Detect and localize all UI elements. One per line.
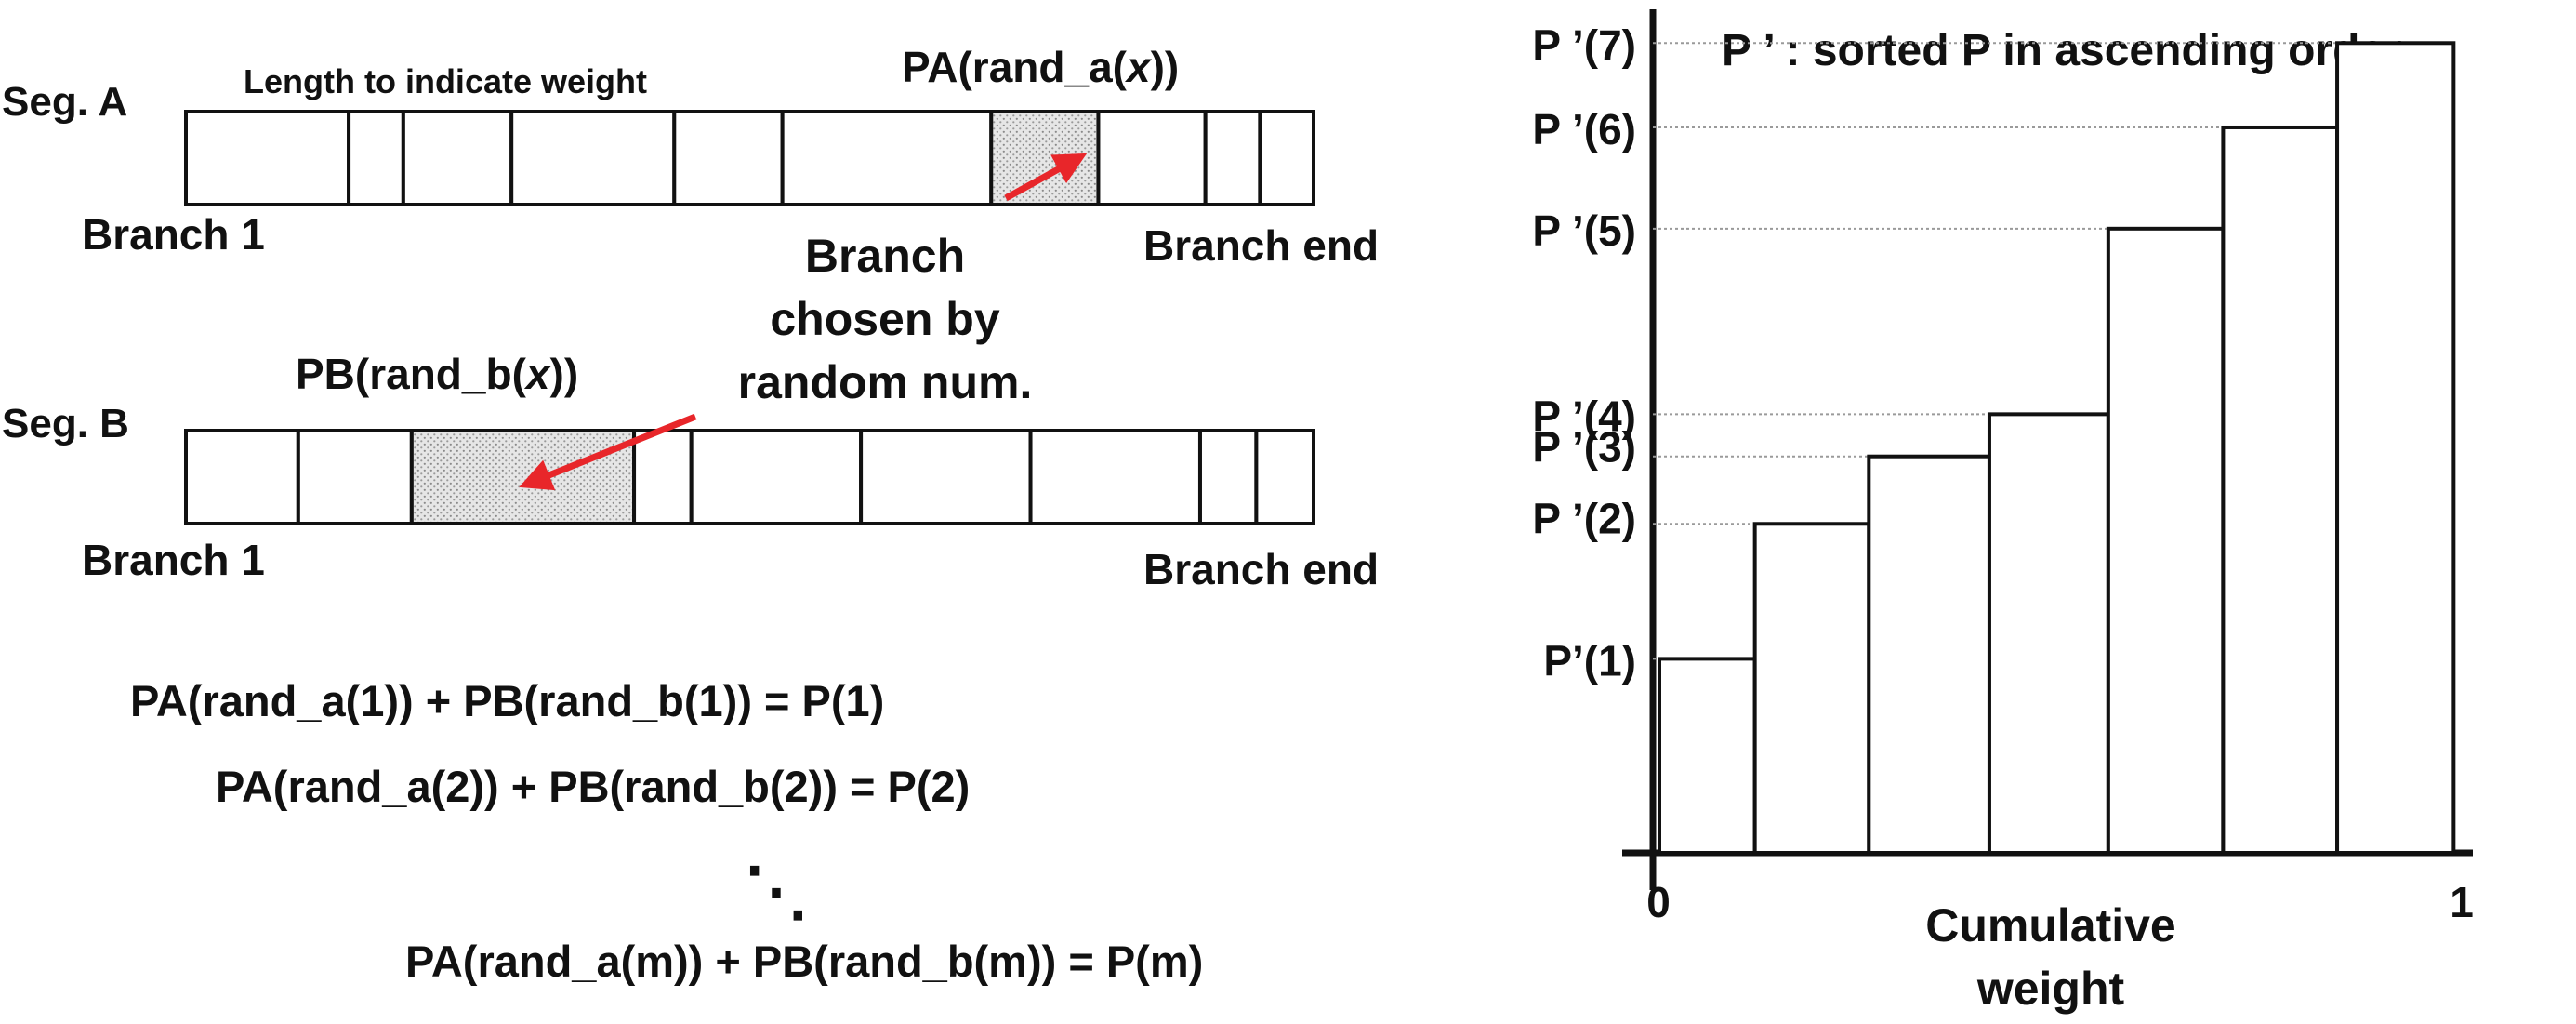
seg-b-branch-cell-2: [296, 429, 414, 525]
seg-a-branch-cell-10: [1258, 110, 1316, 206]
seg-b-label: Seg. B: [2, 401, 129, 446]
seg-a-end-label: Branch end: [1143, 221, 1379, 270]
annotation-line-1: Branch: [805, 230, 965, 282]
seg-a-branch-cells: [184, 110, 1316, 206]
sorted-p-chart: P ’ : sorted P in ascending order P’(1)P…: [1532, 9, 2474, 1015]
seg-a-branch-cell-6: [780, 110, 994, 206]
equations: PA(rand_a(1)) + PB(rand_b(1)) = P(1) PA(…: [130, 676, 1203, 986]
bar-label-4: P ’(4): [1532, 392, 1636, 440]
bar-label-3: P ’(3): [1532, 423, 1636, 472]
ellipsis: ⋱: [744, 855, 809, 927]
seg-b-selected-label: PB(rand_b(x)): [296, 350, 578, 398]
arrow-to-seg-b: [519, 413, 697, 491]
seg-a-branch-cell-2: [347, 110, 405, 206]
equation-2: PA(rand_a(2)) + PB(rand_b(2)) = P(2): [216, 762, 970, 811]
equation-1: PA(rand_a(1)) + PB(rand_b(1)) = P(1): [130, 676, 884, 725]
seg-a-label: Seg. A: [2, 79, 127, 125]
seg-a-branch-cell-9: [1203, 110, 1262, 206]
bar-4: [1987, 412, 2110, 855]
seg-b-branch-cell-8: [1197, 429, 1259, 525]
segment-b: Seg. B PB(rand_b(x)) Branch 1 Branch end: [2, 350, 1379, 593]
seg-a-branch-cell-5: [672, 110, 785, 206]
bar-label-1: P’(1): [1543, 636, 1636, 685]
seg-b-start-label: Branch 1: [82, 536, 265, 584]
seg-b-branch-cell-9: [1254, 429, 1315, 525]
seg-a-branch-cell-7: [989, 110, 1101, 206]
bars: [1658, 41, 2456, 856]
seg-a-start-label: Branch 1: [82, 210, 265, 259]
x-tick-1: 1: [2450, 878, 2474, 926]
annotation-line-2: chosen by: [770, 293, 999, 345]
bar-2: [1752, 522, 1871, 856]
seg-b-branch-cells: [184, 429, 1315, 525]
seg-a-branch-cell-1: [184, 110, 351, 206]
seg-b-branch-cell-3: [409, 429, 637, 525]
x-axis-label-line-1: Cumulative: [1925, 899, 2176, 951]
segment-a: Seg. A Length to indicate weight PA(rand…: [2, 43, 1379, 270]
chart-title: P ’ : sorted P in ascending order: [1722, 26, 2402, 75]
seg-a-branch-cell-3: [401, 110, 514, 206]
seg-a-branch-cell-8: [1096, 110, 1208, 206]
branch-annotation: Branch chosen by random num.: [519, 153, 1088, 491]
seg-b-branch-cell-6: [859, 429, 1033, 525]
bar-7: [2335, 41, 2456, 855]
seg-a-branch-cell-4: [509, 110, 677, 206]
seg-a-selected-label: PA(rand_a(x)): [902, 43, 1179, 91]
seg-b-branch-cell-1: [184, 429, 300, 525]
bar-label-2: P ’(2): [1532, 494, 1636, 542]
bar-5: [2106, 226, 2226, 855]
guide-lines: [1653, 42, 2338, 660]
equation-m: PA(rand_a(m)) + PB(rand_b(m)) = P(m): [405, 937, 1203, 986]
bar-label-7: P ’(7): [1532, 20, 1636, 69]
annotation-line-3: random num.: [738, 356, 1033, 408]
x-tick-0: 0: [1646, 878, 1671, 926]
bar-labels: P’(1) P ’(2) P ’(3)P ’(4) P ’(5) P ’(6) P ’(7…: [1532, 20, 1636, 685]
seg-b-branch-cell-5: [689, 429, 864, 525]
bar-3: [1867, 454, 1991, 855]
seg-b-branch-cell-7: [1028, 429, 1202, 525]
bar-6: [2221, 125, 2340, 856]
arrow-to-seg-a: [1004, 153, 1088, 202]
x-axis-label-line-2: weight: [1976, 963, 2125, 1015]
bar-label-5: P ’(5): [1532, 206, 1636, 255]
bar-label-6: P ’(6): [1532, 105, 1636, 153]
bar-1: [1658, 657, 1757, 856]
seg-b-end-label: Branch end: [1143, 545, 1379, 593]
weight-note: Length to indicate weight: [244, 62, 647, 100]
seg-b-branch-cell-4: [632, 429, 694, 525]
